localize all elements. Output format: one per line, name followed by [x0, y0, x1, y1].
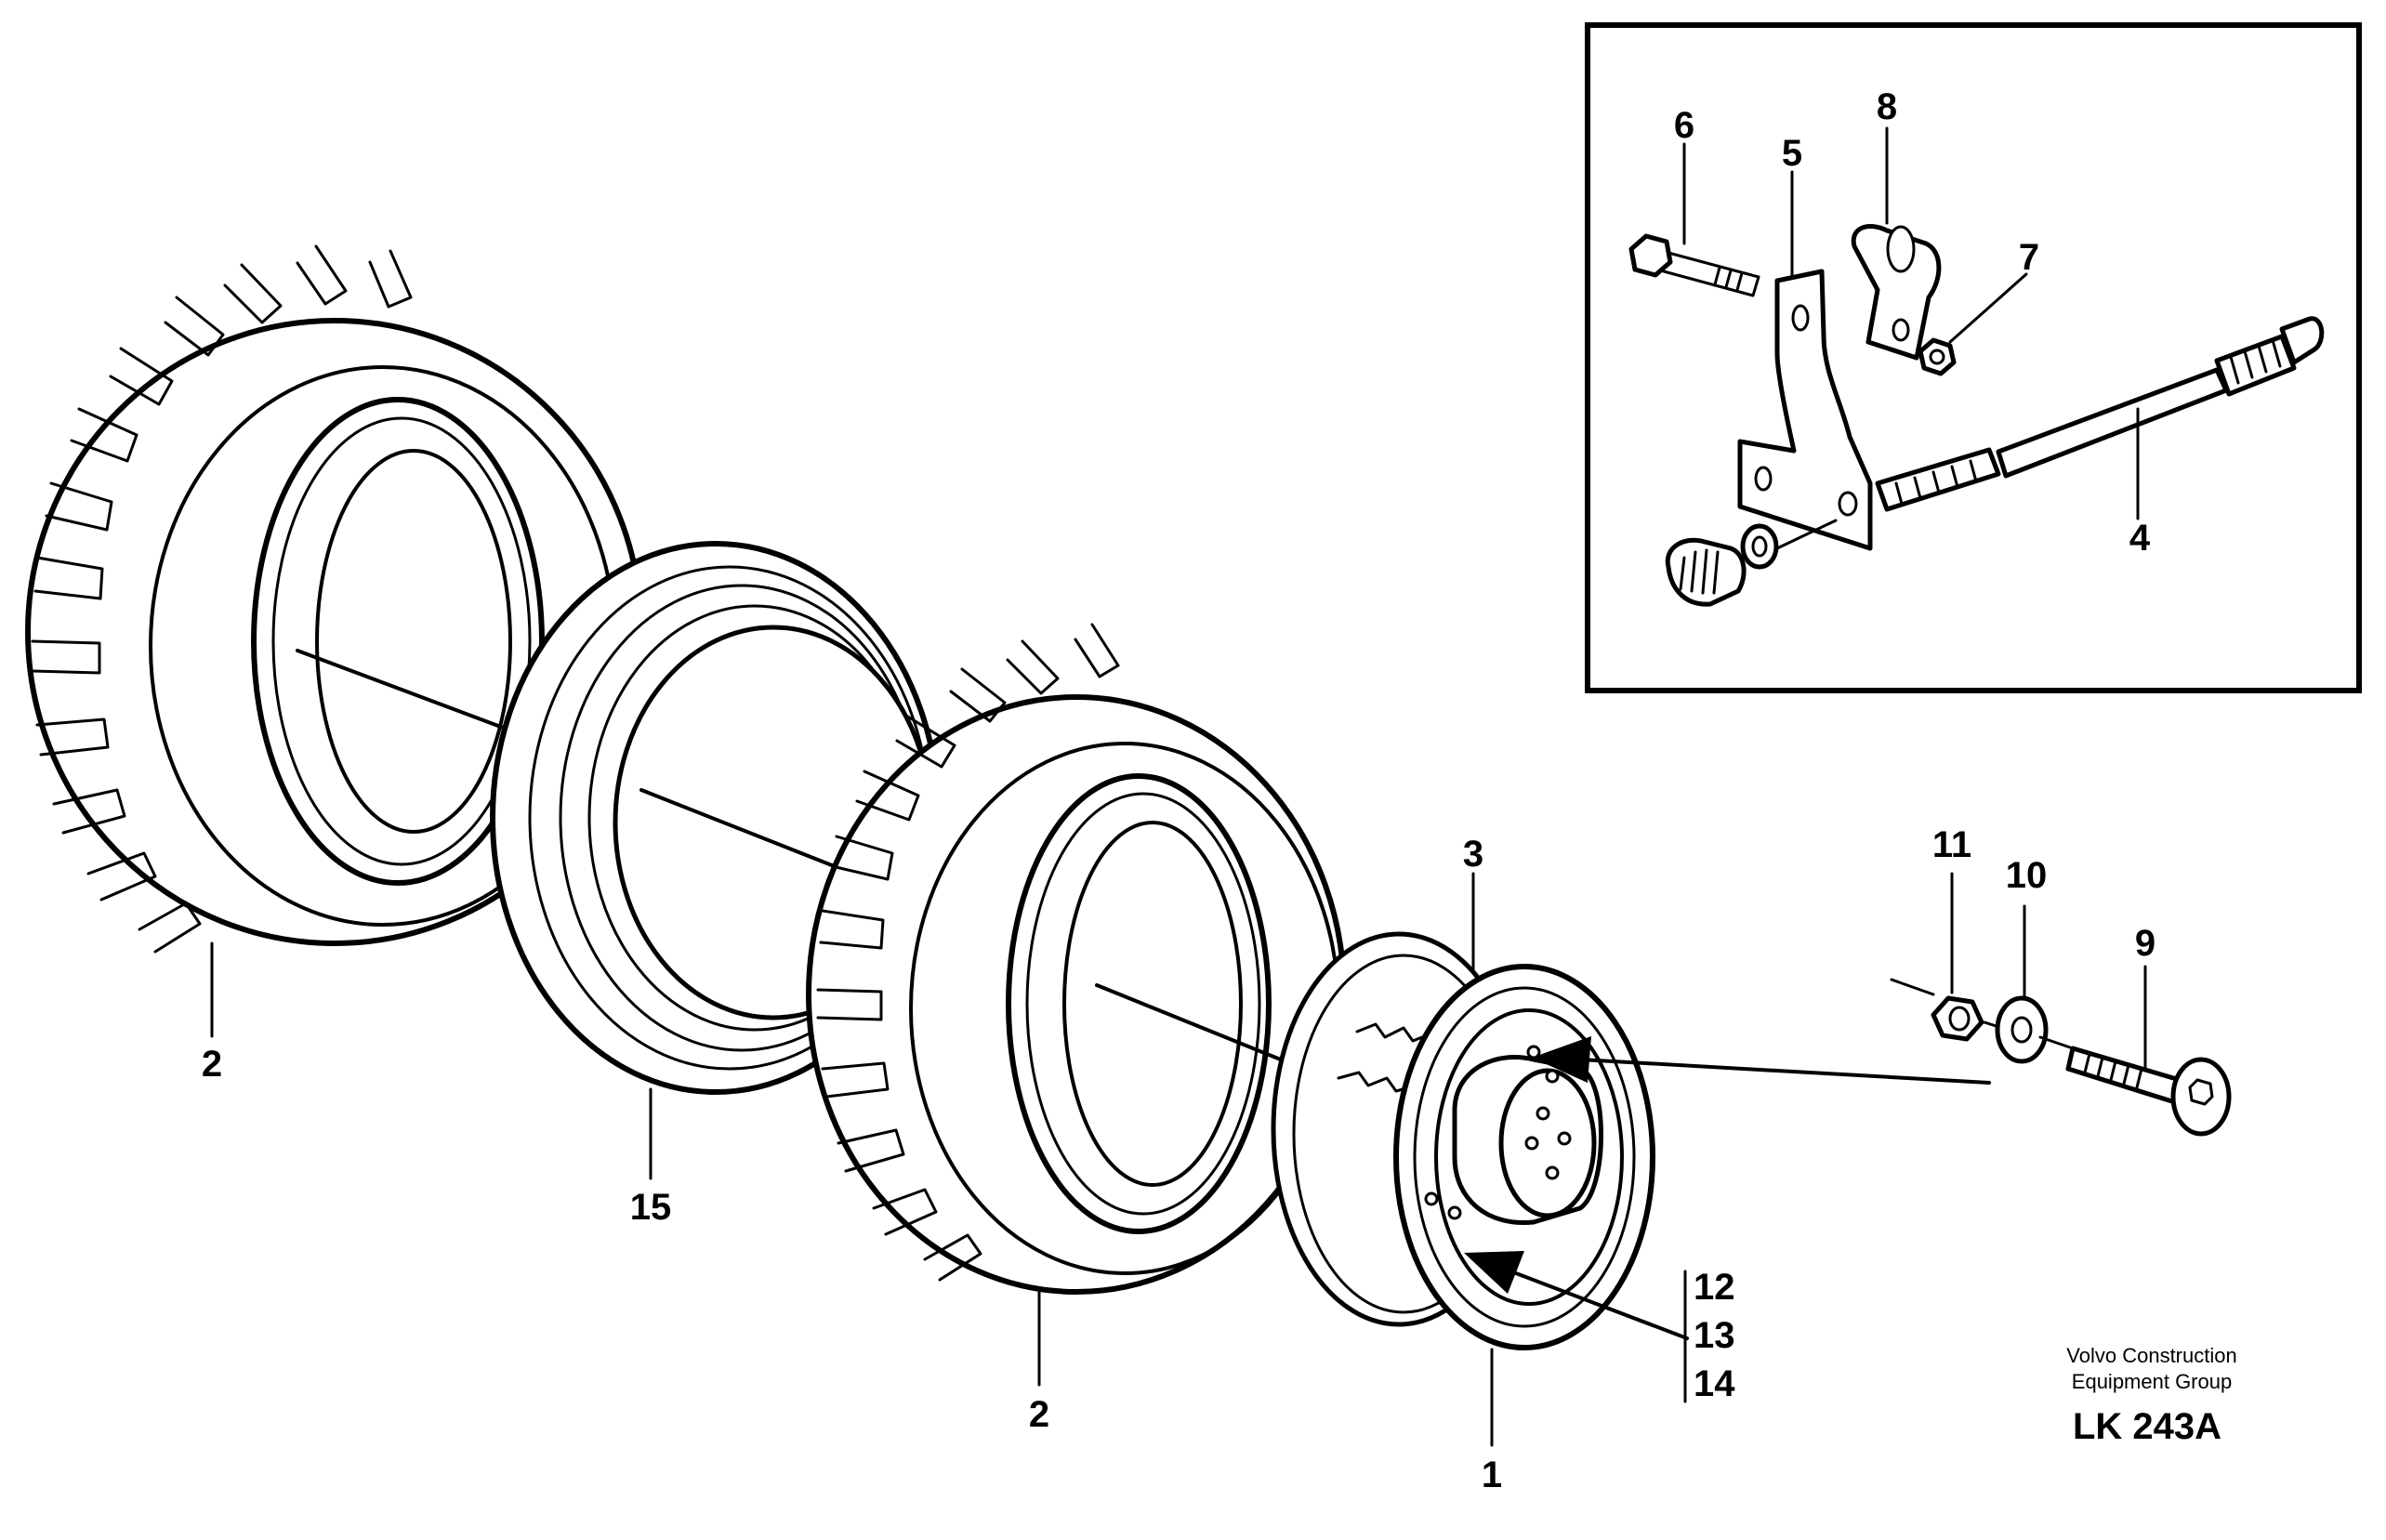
label-11: 11: [1932, 824, 1971, 865]
part-bolt-6: [1628, 233, 1760, 297]
part-nut-11: [1890, 978, 2010, 1042]
label-3: 3: [1463, 834, 1483, 875]
label-10: 10: [2006, 855, 2048, 896]
part-bracket-5: [1737, 269, 1873, 551]
axle-line-right: [1095, 983, 1294, 1066]
label-7: 7: [2019, 237, 2039, 278]
label-5: 5: [1782, 133, 1802, 174]
leader-cap: [1775, 519, 1838, 550]
label-6: 6: [1674, 105, 1694, 146]
label-14: 14: [1694, 1363, 1735, 1404]
inset-frame: [1585, 22, 2362, 693]
arrow-head-lower: [1464, 1251, 1524, 1294]
part-washer-10: [1995, 995, 2075, 1064]
axle-line-left: [296, 649, 522, 736]
label-13: 13: [1694, 1315, 1735, 1356]
valve-inset: 6 5 8 7 4: [1585, 22, 2362, 693]
leader-7: [1948, 272, 2028, 344]
caption-line2: Equipment Group: [2072, 1370, 2232, 1393]
axle-line-tube: [639, 788, 843, 871]
part-valve-cap: [1665, 523, 1779, 607]
caption-line1: Volvo Construction: [2066, 1344, 2236, 1367]
caption-code: LK 243A: [2073, 1406, 2221, 1447]
label-9: 9: [2135, 923, 2155, 964]
part-nut-7: [1918, 337, 1957, 376]
assembly-arrows: [1464, 1036, 1991, 1340]
part-hose-4: [1875, 316, 2325, 512]
caption-block: Volvo Construction Equipment Group LK 24…: [2066, 1344, 2236, 1447]
label-2a: 2: [202, 1044, 222, 1085]
part-clip-8: [1851, 224, 1942, 361]
label-4: 4: [2129, 518, 2151, 559]
part-bolt-9: [2065, 1046, 2232, 1137]
arrow-head-upper: [1532, 1036, 1591, 1083]
label-15: 15: [630, 1187, 672, 1228]
label-1: 1: [1482, 1454, 1502, 1495]
label-12: 12: [1694, 1267, 1735, 1308]
part-tire-right: [806, 623, 1347, 1295]
label-8: 8: [1877, 86, 1897, 127]
label-2b: 2: [1029, 1394, 1049, 1435]
part-rim: [1271, 931, 1655, 1350]
